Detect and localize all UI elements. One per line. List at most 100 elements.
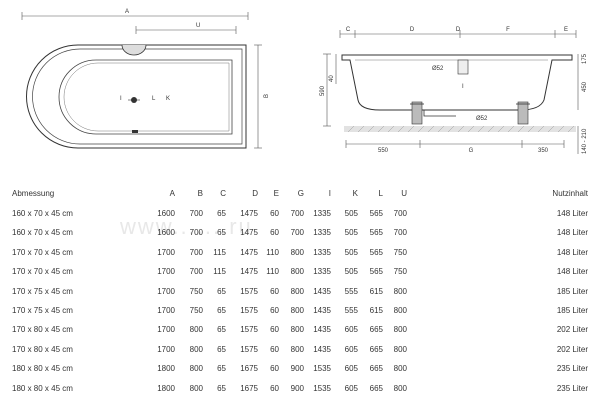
table-cell-9: 665: [369, 325, 383, 335]
table-cell-6: 800: [290, 247, 304, 257]
table-cell-7: 1335: [313, 228, 331, 238]
table-cell-1: 1700: [157, 344, 175, 354]
column-header-10: U: [401, 189, 407, 198]
table-cell-7: 1535: [313, 364, 331, 374]
table-cell-2: 800: [189, 383, 203, 393]
table-cell-7: 1335: [313, 247, 331, 257]
table-cell-0: 170 x 75 x 45 cm: [12, 306, 73, 315]
column-header-2: B: [197, 189, 203, 198]
top-view-dim-k: K: [166, 96, 170, 102]
table-cell-7: 1435: [313, 306, 331, 315]
table-cell-1: 1700: [157, 325, 175, 335]
table-cell-0: 170 x 70 x 45 cm: [12, 267, 73, 277]
column-header-4: D: [252, 189, 258, 198]
table-cell-10: 700: [393, 209, 407, 218]
table-cell-10: 800: [393, 344, 407, 354]
table-cell-4: 1475: [240, 247, 258, 257]
column-header-9: L: [378, 189, 383, 198]
watermark-text: www.......ru: [120, 214, 253, 239]
table-cell-9: 665: [369, 364, 383, 374]
table-cell-4: 1675: [240, 364, 258, 374]
side-view-top-dim-3: F: [506, 27, 510, 33]
table-cell-10: 700: [393, 228, 407, 238]
table-cell-6: 800: [290, 286, 304, 296]
table-cell-4: 1675: [240, 383, 258, 393]
side-view-top-dim-1: D: [410, 27, 415, 33]
table-cell-4: 1475: [240, 267, 258, 277]
table-cell-0: 180 x 80 x 45 cm: [12, 383, 73, 393]
table-cell-8: 605: [344, 325, 358, 335]
table-cell-8: 505: [344, 267, 358, 277]
table-cell-3: 115: [213, 247, 226, 257]
column-header-6: G: [297, 189, 304, 198]
table-cell-1: 1700: [157, 267, 175, 277]
side-view-bottom-dim-1: G: [469, 148, 474, 154]
table-cell-8: 505: [344, 247, 358, 257]
table-cell-11: 148 Liter: [556, 209, 588, 218]
table-cell-6: 800: [290, 306, 304, 315]
top-view-dim-a: A: [125, 9, 129, 15]
table-cell-3: 65: [217, 383, 226, 393]
table-cell-2: 750: [189, 286, 203, 296]
table-cell-3: 115: [213, 267, 226, 277]
table-cell-6: 700: [290, 228, 304, 238]
table-cell-0: 170 x 80 x 45 cm: [12, 325, 73, 335]
table-cell-4: 1575: [240, 344, 258, 354]
top-view-dim-i: I: [120, 96, 122, 102]
column-header-8: K: [352, 189, 358, 198]
table-cell-5: 110: [266, 267, 279, 277]
table-cell-3: 65: [217, 344, 226, 354]
table-cell-9: 565: [369, 247, 383, 257]
top-view-dim-b: B: [264, 94, 270, 98]
table-cell-5: 60: [270, 383, 279, 393]
table-cell-1: 1600: [157, 228, 175, 238]
table-cell-7: 1435: [313, 325, 331, 335]
table-cell-0: 160 x 70 x 45 cm: [12, 228, 73, 238]
table-cell-3: 65: [217, 286, 226, 296]
table-cell-1: 1700: [157, 306, 175, 315]
side-view-top-dim-4: E: [564, 27, 568, 33]
side-view-bottom-dim-2: 350: [538, 148, 549, 154]
table-cell-3: 65: [217, 228, 226, 238]
side-view-inner-label-2: Ø52: [476, 116, 488, 122]
table-cell-0: 170 x 80 x 45 cm: [12, 344, 73, 354]
table-cell-2: 700: [189, 247, 203, 257]
side-view-top-dim-0: C: [346, 27, 351, 33]
table-cell-8: 555: [344, 306, 358, 315]
column-header-0: Abmessung: [12, 189, 55, 198]
technical-drawings: A U B K L I: [0, 0, 604, 170]
side-view-top-dim-2: D: [456, 27, 461, 33]
column-header-3: C: [220, 189, 226, 198]
table-cell-7: 1435: [313, 286, 331, 296]
table-cell-7: 1335: [313, 267, 331, 277]
table-cell-2: 800: [189, 364, 203, 374]
table-cell-5: 60: [270, 209, 279, 218]
table-cell-8: 555: [344, 286, 358, 296]
table-cell-3: 65: [217, 306, 226, 315]
table-cell-0: 180 x 80 x 45 cm: [12, 364, 73, 374]
side-view-right-dim-0: 175: [582, 53, 588, 64]
table-cell-5: 60: [270, 286, 279, 296]
table-cell-11: 235 Liter: [556, 364, 588, 374]
table-cell-10: 750: [393, 247, 407, 257]
table-cell-0: 160 x 70 x 45 cm: [12, 209, 73, 218]
table-cell-2: 700: [189, 209, 203, 218]
top-view-dim-l: L: [152, 96, 156, 102]
table-cell-9: 665: [369, 344, 383, 354]
table-cell-5: 60: [270, 325, 279, 335]
table-cell-11: 202 Liter: [556, 344, 588, 354]
table-cell-8: 505: [344, 209, 358, 218]
table-cell-8: 605: [344, 364, 358, 374]
table-cell-10: 800: [393, 286, 407, 296]
table-cell-0: 170 x 70 x 45 cm: [12, 247, 73, 257]
column-header-5: E: [273, 189, 279, 198]
top-view-dim-u: U: [196, 23, 200, 29]
side-view-inner-label-1: I: [462, 84, 464, 90]
table-cell-7: 1435: [313, 344, 331, 354]
table-cell-4: 1475: [240, 209, 258, 218]
table-cell-8: 605: [344, 383, 358, 393]
bathtub-top-view: A U B K L I: [21, 9, 588, 154]
table-cell-6: 900: [290, 383, 304, 393]
